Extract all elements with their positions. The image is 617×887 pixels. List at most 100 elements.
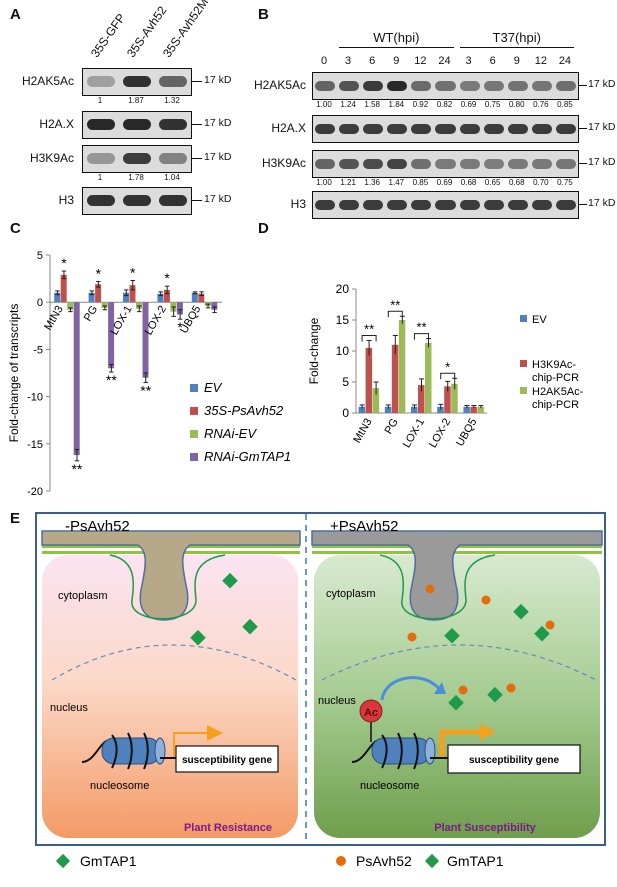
c-bar bbox=[142, 302, 149, 378]
left-nucleosome-face bbox=[154, 737, 166, 765]
acetylation-arrow bbox=[380, 676, 442, 701]
blot-band bbox=[555, 81, 576, 91]
psavh52-dot bbox=[506, 683, 516, 693]
panel-b-kd-label: 17 kD bbox=[588, 121, 616, 133]
blot-band bbox=[555, 159, 576, 169]
blot-band bbox=[435, 200, 456, 210]
c-significance: ** bbox=[71, 461, 82, 477]
blot-band bbox=[339, 200, 360, 210]
c-legend-swatch bbox=[190, 384, 198, 392]
right-nucleosome-face bbox=[424, 737, 436, 765]
panel-a-row-label: H2AK5Ac bbox=[21, 74, 74, 88]
kd-tick bbox=[192, 158, 202, 159]
d-y-tick-label: 10 bbox=[336, 344, 350, 358]
left-title: -PsAvh52 bbox=[65, 518, 130, 535]
legend-psavh52-dot bbox=[336, 856, 346, 866]
c-legend-label: 35S-PsAvh52 bbox=[204, 403, 284, 418]
psavh52-dot bbox=[545, 620, 555, 630]
psavh52-dot bbox=[458, 685, 468, 695]
blot-band bbox=[387, 200, 408, 210]
c-bar bbox=[60, 274, 67, 303]
blot-band bbox=[483, 200, 504, 210]
right-gene-box bbox=[447, 744, 581, 774]
c-significance: * bbox=[96, 265, 102, 281]
panel-a-blot bbox=[82, 68, 192, 96]
blot-band bbox=[159, 195, 187, 206]
panel-b-quant: 0.69 bbox=[460, 100, 477, 109]
panel-a-row-label: H3K9Ac bbox=[29, 151, 74, 165]
panel-b-blot bbox=[312, 72, 579, 100]
c-bar bbox=[211, 302, 218, 310]
panel-a-label: A bbox=[10, 6, 21, 23]
right-membrane-2 bbox=[312, 551, 602, 554]
panel-a-kd-label: 17 kD bbox=[204, 74, 232, 86]
panel-b-group-t37-line bbox=[459, 47, 574, 48]
d-significance: ** bbox=[390, 297, 400, 312]
c-significance: * bbox=[130, 264, 136, 280]
panel-b-row-label: H2AK5Ac bbox=[253, 78, 306, 92]
blot-band bbox=[123, 76, 151, 87]
blot-band bbox=[159, 76, 187, 87]
panel-b-timepoint: 3 bbox=[465, 55, 472, 67]
blot-band bbox=[531, 200, 552, 210]
blot-band bbox=[483, 81, 504, 91]
panel-b-quant: 0.75 bbox=[557, 178, 573, 187]
panel-a-quant: 1 bbox=[97, 96, 103, 105]
panel-b-timepoint: 6 bbox=[489, 55, 496, 67]
c-significance: ** bbox=[106, 372, 117, 388]
blot-band bbox=[339, 81, 360, 91]
c-legend-label: RNAi-EV bbox=[204, 426, 257, 441]
kd-tick bbox=[579, 128, 587, 129]
blot-band bbox=[555, 124, 576, 134]
d-y-tick-label: 5 bbox=[342, 375, 349, 389]
right-nucleosome-label: nucleosome bbox=[360, 780, 419, 792]
panel-a-kd-label: 17 kD bbox=[204, 193, 232, 205]
panel-b-quant: 0.68 bbox=[460, 178, 477, 187]
blot-band bbox=[159, 119, 187, 130]
panel-b-row-label: H3 bbox=[290, 197, 306, 211]
blot-band bbox=[507, 200, 528, 210]
blot-band bbox=[123, 153, 151, 164]
d-legend-label: EV bbox=[532, 314, 547, 326]
c-y-tick-label: 5 bbox=[37, 250, 43, 262]
c-legend-swatch bbox=[190, 430, 198, 438]
left-haustorium bbox=[41, 530, 301, 621]
legend-right-gmtap1: GmTAP1 bbox=[447, 853, 504, 869]
c-y-tick-label: -5 bbox=[33, 344, 43, 356]
d-bar bbox=[391, 344, 399, 413]
blot-band bbox=[387, 81, 408, 91]
d-y-axis-label: Fold-change bbox=[307, 317, 321, 384]
c-legend-label: EV bbox=[204, 380, 223, 395]
blot-band bbox=[531, 159, 552, 169]
blot-band bbox=[435, 124, 456, 134]
right-nucleus-label: nucleus bbox=[318, 695, 356, 707]
right-effectors bbox=[407, 584, 555, 711]
blot-band bbox=[315, 124, 336, 134]
panel-b-row-label: H2A.X bbox=[271, 121, 306, 135]
kd-tick bbox=[579, 163, 587, 164]
panel-b-timepoint: 12 bbox=[534, 55, 547, 67]
ac-label: Ac bbox=[364, 707, 378, 719]
d-bar bbox=[411, 406, 418, 413]
panel-b-row-label: H3K9Ac bbox=[261, 156, 306, 170]
panel-b-quant: 0.68 bbox=[508, 178, 525, 187]
left-haustorial-membrane bbox=[109, 554, 226, 620]
panel-b-blot bbox=[312, 191, 579, 219]
blot-band bbox=[459, 200, 480, 210]
right-title: +PsAvh52 bbox=[330, 518, 399, 535]
d-significance-bracket bbox=[440, 372, 456, 380]
acetylation-arrowhead bbox=[434, 682, 446, 694]
c-legend-swatch bbox=[190, 407, 198, 415]
panel-b-label: B bbox=[258, 6, 269, 23]
c-legend-label: RNAi-GmTAP1 bbox=[204, 449, 291, 464]
c-bar bbox=[198, 293, 205, 303]
left-nucleosome-label: nucleosome bbox=[90, 780, 149, 792]
c-bar bbox=[176, 302, 183, 315]
panel-a-quant: 1.78 bbox=[128, 173, 144, 182]
d-significance: ** bbox=[364, 321, 374, 336]
legend-gmtap1-diamond bbox=[55, 853, 71, 869]
blot-band bbox=[459, 159, 480, 169]
right-dna-wrap bbox=[381, 732, 419, 770]
kd-tick bbox=[192, 200, 202, 201]
